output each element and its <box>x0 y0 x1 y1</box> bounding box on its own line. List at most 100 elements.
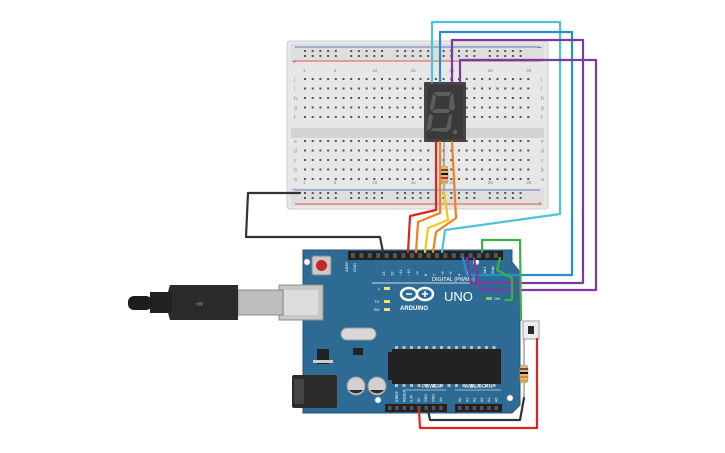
terminal-hole[interactable] <box>304 149 306 152</box>
terminal-hole[interactable] <box>373 106 376 109</box>
rail-hole[interactable] <box>519 197 522 199</box>
rail-hole[interactable] <box>373 197 376 199</box>
rail-hole[interactable] <box>504 50 507 52</box>
terminal-hole[interactable] <box>334 178 337 180</box>
rail-hole[interactable] <box>319 50 322 52</box>
terminal-hole[interactable] <box>373 140 376 142</box>
terminal-hole[interactable] <box>365 159 368 161</box>
terminal-hole[interactable] <box>311 149 314 152</box>
terminal-hole[interactable] <box>396 178 399 180</box>
terminal-hole[interactable] <box>388 116 391 118</box>
terminal-hole[interactable] <box>434 78 437 80</box>
terminal-hole[interactable] <box>373 97 376 99</box>
terminal-hole[interactable] <box>488 106 491 109</box>
rail-hole[interactable] <box>319 192 322 194</box>
terminal-hole[interactable] <box>419 178 422 180</box>
terminal-hole[interactable] <box>304 168 306 171</box>
terminal-hole[interactable] <box>404 178 407 180</box>
terminal-hole[interactable] <box>519 97 522 99</box>
terminal-hole[interactable] <box>381 106 383 109</box>
terminal-hole[interactable] <box>450 178 453 180</box>
terminal-hole[interactable] <box>504 159 507 161</box>
terminal-hole[interactable] <box>504 168 507 171</box>
terminal-hole[interactable] <box>411 78 414 80</box>
terminal-hole[interactable] <box>473 178 476 180</box>
header-socket[interactable] <box>443 253 448 258</box>
rail-hole[interactable] <box>511 55 514 57</box>
rail-hole[interactable] <box>350 197 353 199</box>
terminal-hole[interactable] <box>357 78 360 80</box>
terminal-hole[interactable] <box>496 168 499 171</box>
terminal-hole[interactable] <box>396 140 399 142</box>
terminal-hole[interactable] <box>465 78 468 80</box>
terminal-hole[interactable] <box>342 87 345 90</box>
terminal-hole[interactable] <box>319 159 322 161</box>
terminal-hole[interactable] <box>304 178 306 180</box>
terminal-hole[interactable] <box>396 87 399 90</box>
header-socket[interactable] <box>367 253 372 258</box>
rail-hole[interactable] <box>496 55 499 57</box>
terminal-hole[interactable] <box>458 159 460 161</box>
terminal-hole[interactable] <box>465 149 468 152</box>
terminal-hole[interactable] <box>496 159 499 161</box>
header-socket[interactable] <box>485 253 490 258</box>
terminal-hole[interactable] <box>373 116 376 118</box>
terminal-hole[interactable] <box>519 159 522 161</box>
header-socket[interactable] <box>376 253 381 258</box>
terminal-hole[interactable] <box>519 106 522 109</box>
terminal-hole[interactable] <box>350 116 353 118</box>
terminal-hole[interactable] <box>504 97 507 99</box>
terminal-hole[interactable] <box>511 178 514 180</box>
rail-hole[interactable] <box>396 192 399 194</box>
rail-hole[interactable] <box>334 197 337 199</box>
terminal-hole[interactable] <box>504 116 507 118</box>
terminal-hole[interactable] <box>381 78 383 80</box>
terminal-hole[interactable] <box>450 168 453 171</box>
rail-hole[interactable] <box>404 50 407 52</box>
terminal-hole[interactable] <box>496 87 499 90</box>
terminal-hole[interactable] <box>304 106 306 109</box>
terminal-hole[interactable] <box>404 159 407 161</box>
rail-hole[interactable] <box>304 55 306 57</box>
terminal-hole[interactable] <box>450 159 453 161</box>
rail-hole[interactable] <box>411 192 414 194</box>
terminal-hole[interactable] <box>319 97 322 99</box>
terminal-hole[interactable] <box>488 116 491 118</box>
terminal-hole[interactable] <box>319 149 322 152</box>
header-socket[interactable] <box>477 253 481 258</box>
rail-hole[interactable] <box>350 55 353 57</box>
terminal-hole[interactable] <box>404 78 407 80</box>
terminal-hole[interactable] <box>404 97 407 99</box>
terminal-hole[interactable] <box>473 116 476 118</box>
terminal-hole[interactable] <box>419 78 422 80</box>
terminal-hole[interactable] <box>342 168 345 171</box>
header-socket[interactable] <box>359 253 364 258</box>
header-socket[interactable] <box>401 253 406 258</box>
header-socket[interactable] <box>418 253 423 258</box>
rail-hole[interactable] <box>373 192 376 194</box>
terminal-hole[interactable] <box>334 97 337 99</box>
analog-socket[interactable] <box>465 406 469 410</box>
terminal-hole[interactable] <box>357 168 360 171</box>
power-socket[interactable] <box>409 406 414 410</box>
terminal-hole[interactable] <box>381 168 383 171</box>
terminal-hole[interactable] <box>519 168 522 171</box>
rail-hole[interactable] <box>404 55 407 57</box>
rail-hole[interactable] <box>404 197 407 199</box>
terminal-hole[interactable] <box>511 116 514 118</box>
terminal-hole[interactable] <box>311 178 314 180</box>
terminal-hole[interactable] <box>527 159 530 161</box>
reset-button-cap[interactable] <box>316 260 327 271</box>
terminal-hole[interactable] <box>327 78 330 80</box>
terminal-hole[interactable] <box>319 106 322 109</box>
rail-hole[interactable] <box>365 50 368 52</box>
terminal-hole[interactable] <box>365 87 368 90</box>
terminal-hole[interactable] <box>481 116 484 118</box>
terminal-hole[interactable] <box>396 116 399 118</box>
terminal-hole[interactable] <box>327 116 330 118</box>
terminal-hole[interactable] <box>304 78 306 80</box>
terminal-hole[interactable] <box>350 159 353 161</box>
rail-hole[interactable] <box>458 50 460 52</box>
terminal-hole[interactable] <box>396 106 399 109</box>
rail-hole[interactable] <box>396 197 399 199</box>
